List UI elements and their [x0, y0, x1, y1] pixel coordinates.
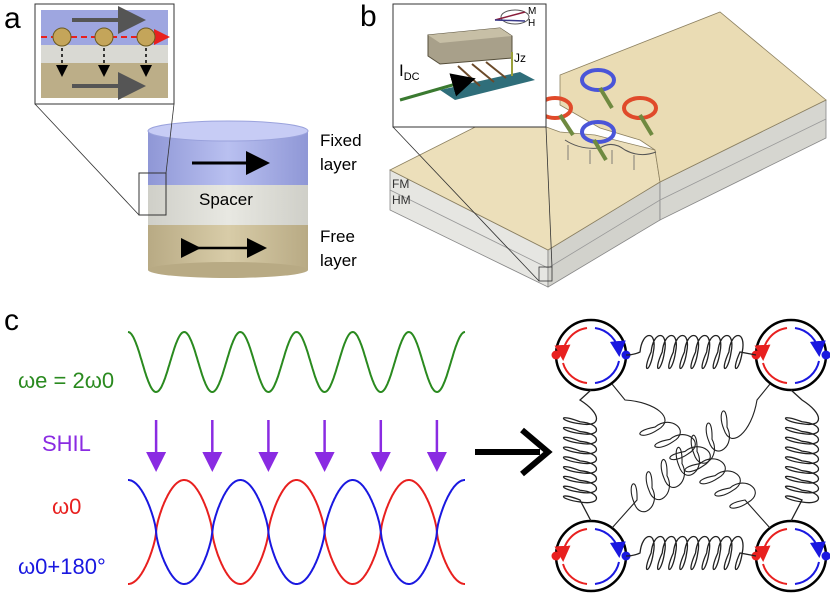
shil-arrows: [146, 420, 447, 472]
precession-blue-bottom-icon: [580, 120, 616, 144]
oscillator-red-arc: [554, 528, 588, 562]
omega0-label: ω0: [52, 494, 81, 519]
inset-electron-1: [52, 27, 72, 47]
oscillator-blue-dot: [821, 551, 830, 561]
free-layer-label: Free layer: [320, 227, 360, 270]
panel-a: a Spacer Fixed layer Free layer: [4, 2, 366, 278]
zoom-region-box: [138, 172, 167, 216]
oscillator-ring: [754, 318, 828, 392]
b-inset-h-label: H: [528, 18, 535, 29]
b-inset-spin-3: [485, 61, 507, 79]
oscillator-blue-arc: [594, 528, 626, 558]
b-inset-spin-2: [471, 63, 495, 83]
b-inset-current-label: IDC: [399, 61, 420, 83]
magnetization-arrow-1: [558, 113, 575, 137]
panel-b: b FM HM: [360, 0, 827, 288]
oscillator-blue-arc: [794, 528, 826, 558]
oscillator-red-arc: [754, 327, 788, 361]
omega0-wave: [128, 479, 465, 585]
slab-fm-hm-interface: [389, 118, 827, 269]
inset-electron-2: [94, 27, 114, 47]
zoom-line-upper: [165, 103, 175, 174]
precession-blue-top-icon: [580, 68, 616, 92]
spacer-label: Spacer: [199, 190, 253, 209]
oscillator-blue-arc-lower: [794, 561, 820, 585]
oscillator-red-dot: [551, 350, 561, 360]
zoom-line-lower: [34, 103, 140, 216]
hm-layer-label: HM: [392, 193, 411, 207]
oscillator-red-arc-lower: [562, 563, 588, 585]
oscillator-blue-arc-lower: [594, 360, 620, 384]
oscillator-red-arc-lower: [762, 563, 788, 585]
magnetization-arrow-4: [592, 138, 608, 162]
free-layer-bottom: [148, 262, 308, 278]
spring-diagonal-1: [611, 383, 771, 529]
omega0-shift-wave: [128, 479, 465, 585]
spring-bottom: [625, 535, 757, 571]
b-zoom-region-box: [538, 266, 553, 282]
fm-layer-label: FM: [392, 177, 409, 191]
shil-label: SHIL: [42, 431, 91, 456]
oscillator-red-arc: [754, 528, 788, 562]
spacer-body: [148, 185, 308, 225]
panel-c-label: c: [4, 304, 19, 337]
b-inset-current-arrow: [399, 73, 476, 102]
oscillator-ring: [554, 318, 628, 392]
spring-left: [562, 389, 598, 522]
b-inset-m-label: M: [528, 6, 536, 17]
oscillator-red-dot: [551, 551, 561, 561]
slab-top-right: [559, 11, 827, 183]
b-inset: IDC Jz M H: [392, 3, 547, 128]
b-inset-frame: [392, 3, 547, 128]
excitation-wave: [127, 330, 466, 394]
spring-right: [784, 389, 820, 522]
b-zoom-line-left: [392, 126, 540, 282]
mtj-stack: Spacer: [147, 120, 309, 278]
big-arrow-head-icon: [520, 427, 553, 477]
fixed-layer-top: [147, 120, 309, 142]
oscillator-ring: [754, 519, 828, 593]
oscillator-ring: [554, 519, 628, 593]
b-inset-magnet-top: [428, 28, 512, 43]
precession-indicators: [537, 68, 658, 162]
spring-diagonal-2: [611, 383, 771, 529]
constriction-edge: [564, 139, 657, 156]
fixed-layer-label: Fixed layer: [320, 131, 366, 174]
spring-top: [625, 334, 757, 370]
oscillator-blue-arc-lower: [794, 360, 820, 384]
magnetization-arrow-2: [598, 86, 614, 110]
excitation-label: ωe = 2ω0: [18, 368, 114, 393]
omega0-shift-label: ω0+180°: [18, 554, 106, 579]
constriction-holes: [567, 145, 635, 170]
b-inset-jz-label: Jz: [514, 51, 526, 65]
b-inset-m-vector: [494, 11, 526, 21]
panel-c: c ωe = 2ω0 SHIL ω0 ω0+180°: [4, 304, 830, 593]
inset-electron-3: [136, 27, 156, 47]
panel-a-label: a: [4, 2, 21, 35]
oscillator-blue-dot: [821, 350, 830, 360]
oscillator-red-arc: [554, 327, 588, 361]
b-zoom-line-right: [545, 126, 553, 268]
b-inset-h-vector: [494, 19, 526, 22]
oscillator-blue-arc-lower: [594, 561, 620, 585]
oscillator-blue-arc: [594, 327, 626, 357]
panel-b-label: b: [360, 0, 377, 33]
b-inset-precession-cone: [500, 9, 530, 25]
coupled-oscillator-network: [551, 318, 830, 593]
magnetization-arrow-3: [638, 113, 654, 137]
oscillator-blue-arc: [794, 327, 826, 357]
oscillator-red-arc-lower: [762, 362, 788, 384]
spin-transfer-inset: [34, 3, 175, 105]
oscillator-red-arc-lower: [562, 362, 588, 384]
